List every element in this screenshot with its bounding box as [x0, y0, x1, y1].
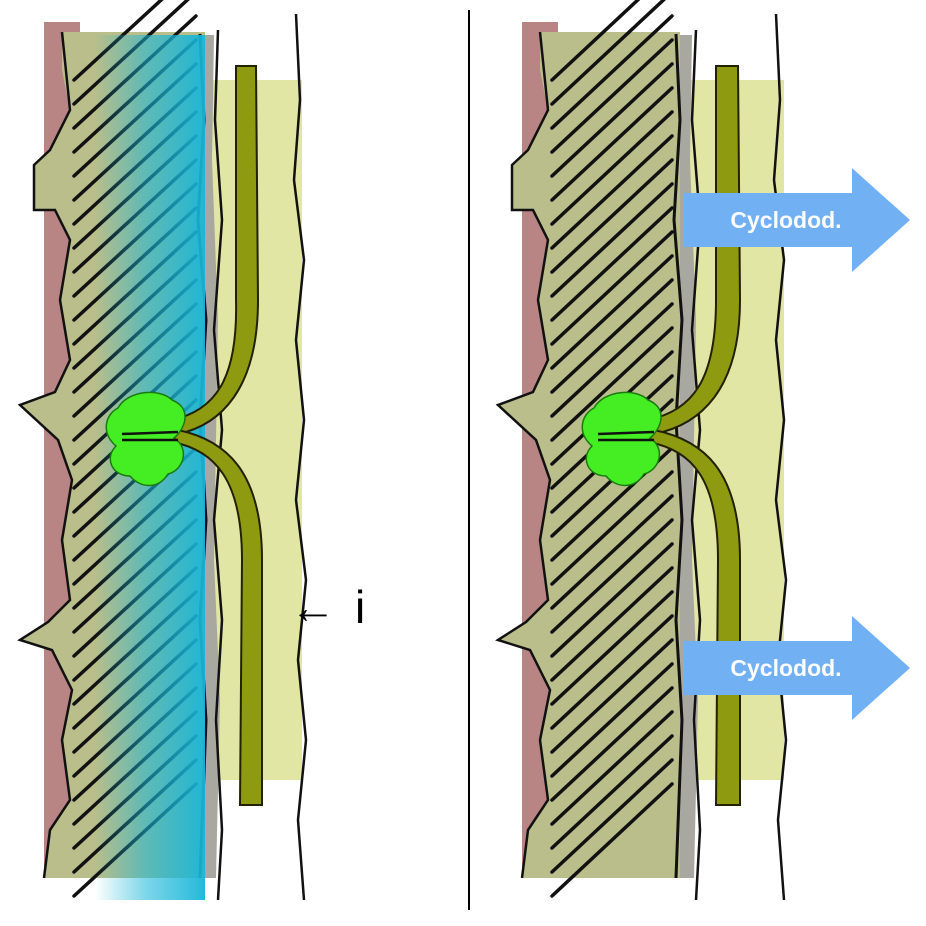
green-blob [105, 391, 186, 487]
hatch-line [550, 134, 674, 250]
hatch-line [550, 638, 674, 754]
cyclodod-arrow-bottom: Cyclodod. [684, 616, 910, 720]
hatch-line [550, 278, 674, 394]
outer-boundary-lines [690, 13, 788, 901]
hatch-line [550, 710, 674, 826]
hatch-line [550, 38, 674, 154]
hatch-line [550, 566, 674, 682]
outer-boundary-lines [212, 13, 308, 901]
hatch-line [550, 302, 674, 418]
hatch-line [550, 470, 674, 586]
cyclodod-arrow-top: Cyclodod. [684, 168, 910, 272]
hatch-line [550, 758, 674, 874]
marker-i: ← i [290, 581, 365, 633]
hatch-line [550, 782, 674, 898]
hatch-line [550, 230, 674, 346]
hatch-line [550, 86, 674, 202]
hatch-line [550, 542, 674, 658]
hatch-line [550, 614, 674, 730]
hatch-line [550, 734, 674, 850]
hatch-line [550, 254, 674, 370]
hatch-line [550, 158, 674, 274]
green-blob [581, 391, 662, 487]
hatch-line [550, 662, 674, 778]
right-panel: Cyclodod. Cyclodod. [495, 0, 910, 901]
hatch-line [550, 518, 674, 634]
hatch-line [550, 590, 674, 706]
marker-label-i: i [355, 581, 365, 633]
hatch-line [72, 0, 164, 82]
hatch-line [550, 494, 674, 610]
hatch-line [550, 0, 641, 82]
hatch-line [550, 182, 674, 298]
cyclodod-label-top: Cyclodod. [730, 207, 841, 233]
hatch-line [550, 326, 674, 442]
hatch-line [550, 110, 674, 226]
hatch-line [550, 62, 674, 178]
left-panel: ← i [17, 0, 365, 901]
cyclodod-label-bottom: Cyclodod. [730, 655, 841, 681]
marker-arrow-symbol: ← [290, 581, 336, 633]
hatch-line [550, 14, 674, 130]
hatch-line [550, 0, 666, 106]
hatch-line [550, 206, 674, 322]
hatch-line [550, 686, 674, 802]
